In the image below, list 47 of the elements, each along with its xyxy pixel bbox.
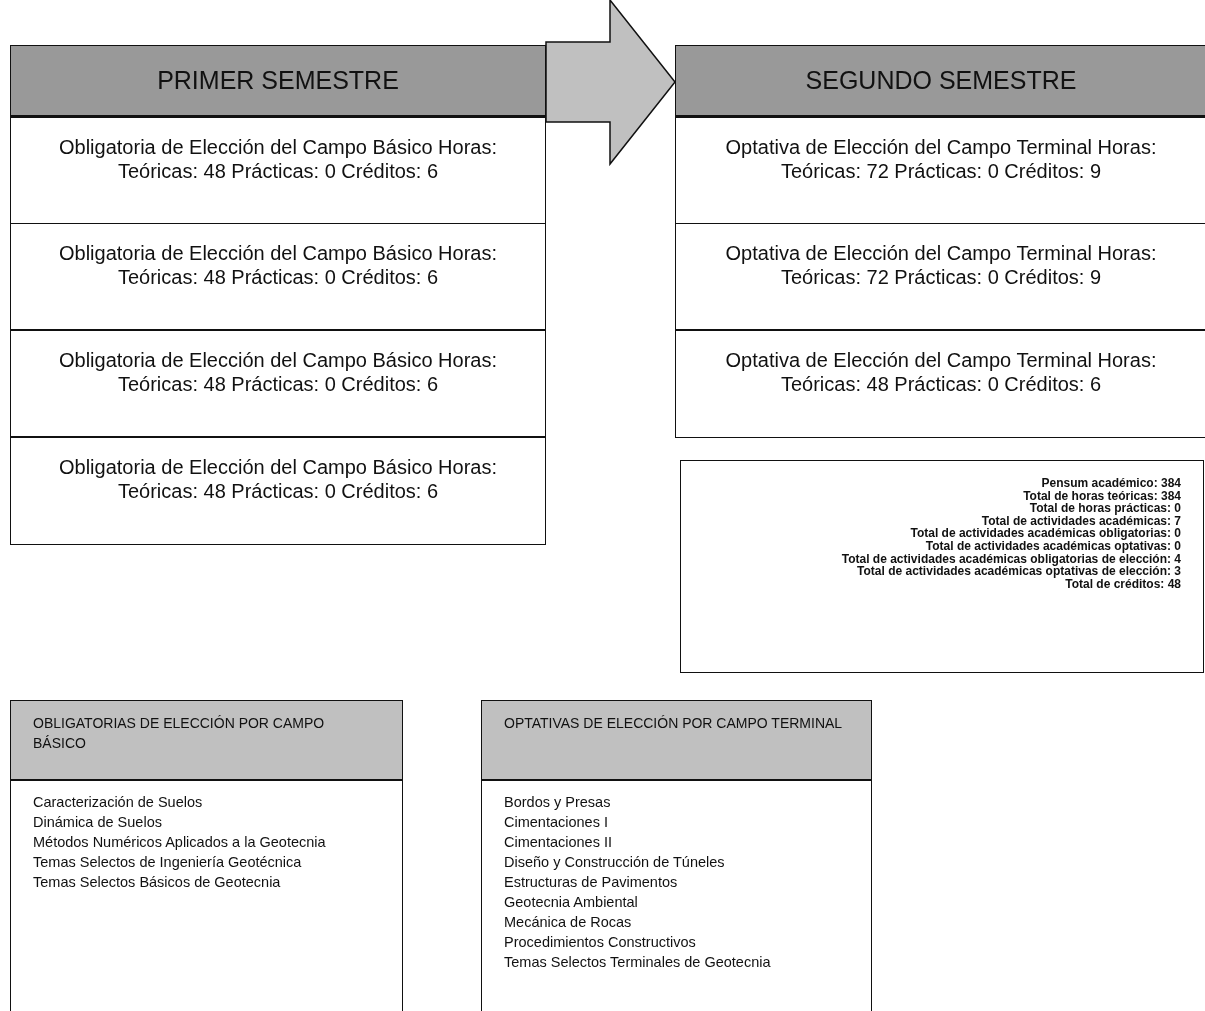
list-item: Geotecnia Ambiental bbox=[503, 893, 639, 912]
course-text: Optativa de Elección del Campo Terminal Horas: Teóricas: 48 Prácticas: 0 Créditos: 6 bbox=[724, 348, 1158, 396]
list-heading: OBLIGATORIAS DE ELECCIÓN POR CAMPO BÁSICO bbox=[11, 701, 402, 781]
list-item: Diseño y Construcción de Túneles bbox=[503, 853, 726, 872]
list-item: Mecánica de Rocas bbox=[503, 913, 633, 932]
summary-line: Total de actividades académicas optativas de elección: 3 bbox=[856, 565, 1181, 578]
course-text: Obligatoria de Elección del Campo Básico Horas: Teóricas: 48 Prácticas: 0 Créditos: 6 bbox=[58, 348, 498, 396]
summary-line: Total de actividades académicas: 7 bbox=[980, 514, 1181, 528]
course-text: Obligatoria de Elección del Campo Básico Horas: Teóricas: 48 Prácticas: 0 Créditos: 6 bbox=[58, 241, 498, 289]
semester-header bbox=[10, 45, 546, 119]
course-box bbox=[10, 117, 546, 224]
summary-line: Pensum académico: 384 bbox=[1040, 477, 1181, 490]
list-item: Temas Selectos Básicos de Geotecnia bbox=[32, 873, 282, 892]
course-list-box bbox=[10, 700, 403, 1011]
semester-header bbox=[675, 45, 1205, 119]
block-arrow bbox=[545, 0, 676, 167]
list-item: Caracterización de Suelos bbox=[32, 793, 204, 812]
course-text: Obligatoria de Elección del Campo Básico Horas: Teóricas: 48 Prácticas: 0 Créditos: 6 bbox=[58, 135, 498, 183]
course-box bbox=[10, 223, 546, 330]
summary-line: Total de actividades académicas obligatorias: 0 bbox=[909, 527, 1181, 540]
list-item: Temas Selectos Terminales de Geotecnia bbox=[503, 953, 772, 972]
course-box bbox=[10, 437, 546, 545]
summary-line: Total de créditos: 48 bbox=[1065, 577, 1181, 591]
list-item: Procedimientos Constructivos bbox=[503, 933, 697, 952]
course-text: Optativa de Elección del Campo Terminal Horas: Teóricas: 72 Prácticas: 0 Créditos: 9 bbox=[724, 135, 1158, 183]
summary-line: Total de horas prácticas: 0 bbox=[1028, 502, 1181, 515]
semester-title: PRIMER SEMESTRE bbox=[157, 66, 399, 95]
list-item: Temas Selectos de Ingeniería Geotécnica bbox=[32, 853, 303, 872]
summary-box bbox=[680, 460, 1204, 673]
semester-title: SEGUNDO SEMESTRE bbox=[805, 66, 1077, 95]
course-box bbox=[675, 117, 1205, 224]
summary-line: Total de horas teóricas: 384 bbox=[1022, 489, 1181, 503]
course-text: Obligatoria de Elección del Campo Básico Horas: Teóricas: 48 Prácticas: 0 Créditos: 6 bbox=[58, 455, 498, 503]
course-text: Optativa de Elección del Campo Terminal Horas: Teóricas: 72 Prácticas: 0 Créditos: 9 bbox=[724, 241, 1158, 289]
list-item: Cimentaciones II bbox=[503, 833, 613, 852]
course-box bbox=[675, 223, 1205, 330]
list-item: Dinámica de Suelos bbox=[32, 813, 163, 832]
course-box bbox=[10, 330, 546, 437]
list-item: Bordos y Presas bbox=[503, 793, 612, 812]
summary-line: Total de actividades académicas optativas: 0 bbox=[924, 539, 1181, 553]
list-heading: OPTATIVAS DE ELECCIÓN POR CAMPO TERMINAL bbox=[482, 701, 871, 781]
list-item: Métodos Numéricos Aplicados a la Geotecnia bbox=[32, 833, 327, 852]
course-box bbox=[675, 330, 1205, 438]
summary-line: Total de actividades académicas obligatorias de elección: 4 bbox=[840, 552, 1181, 566]
list-item: Cimentaciones I bbox=[503, 813, 609, 832]
list-item: Estructuras de Pavimentos bbox=[503, 873, 679, 892]
course-list-box bbox=[481, 700, 872, 1011]
